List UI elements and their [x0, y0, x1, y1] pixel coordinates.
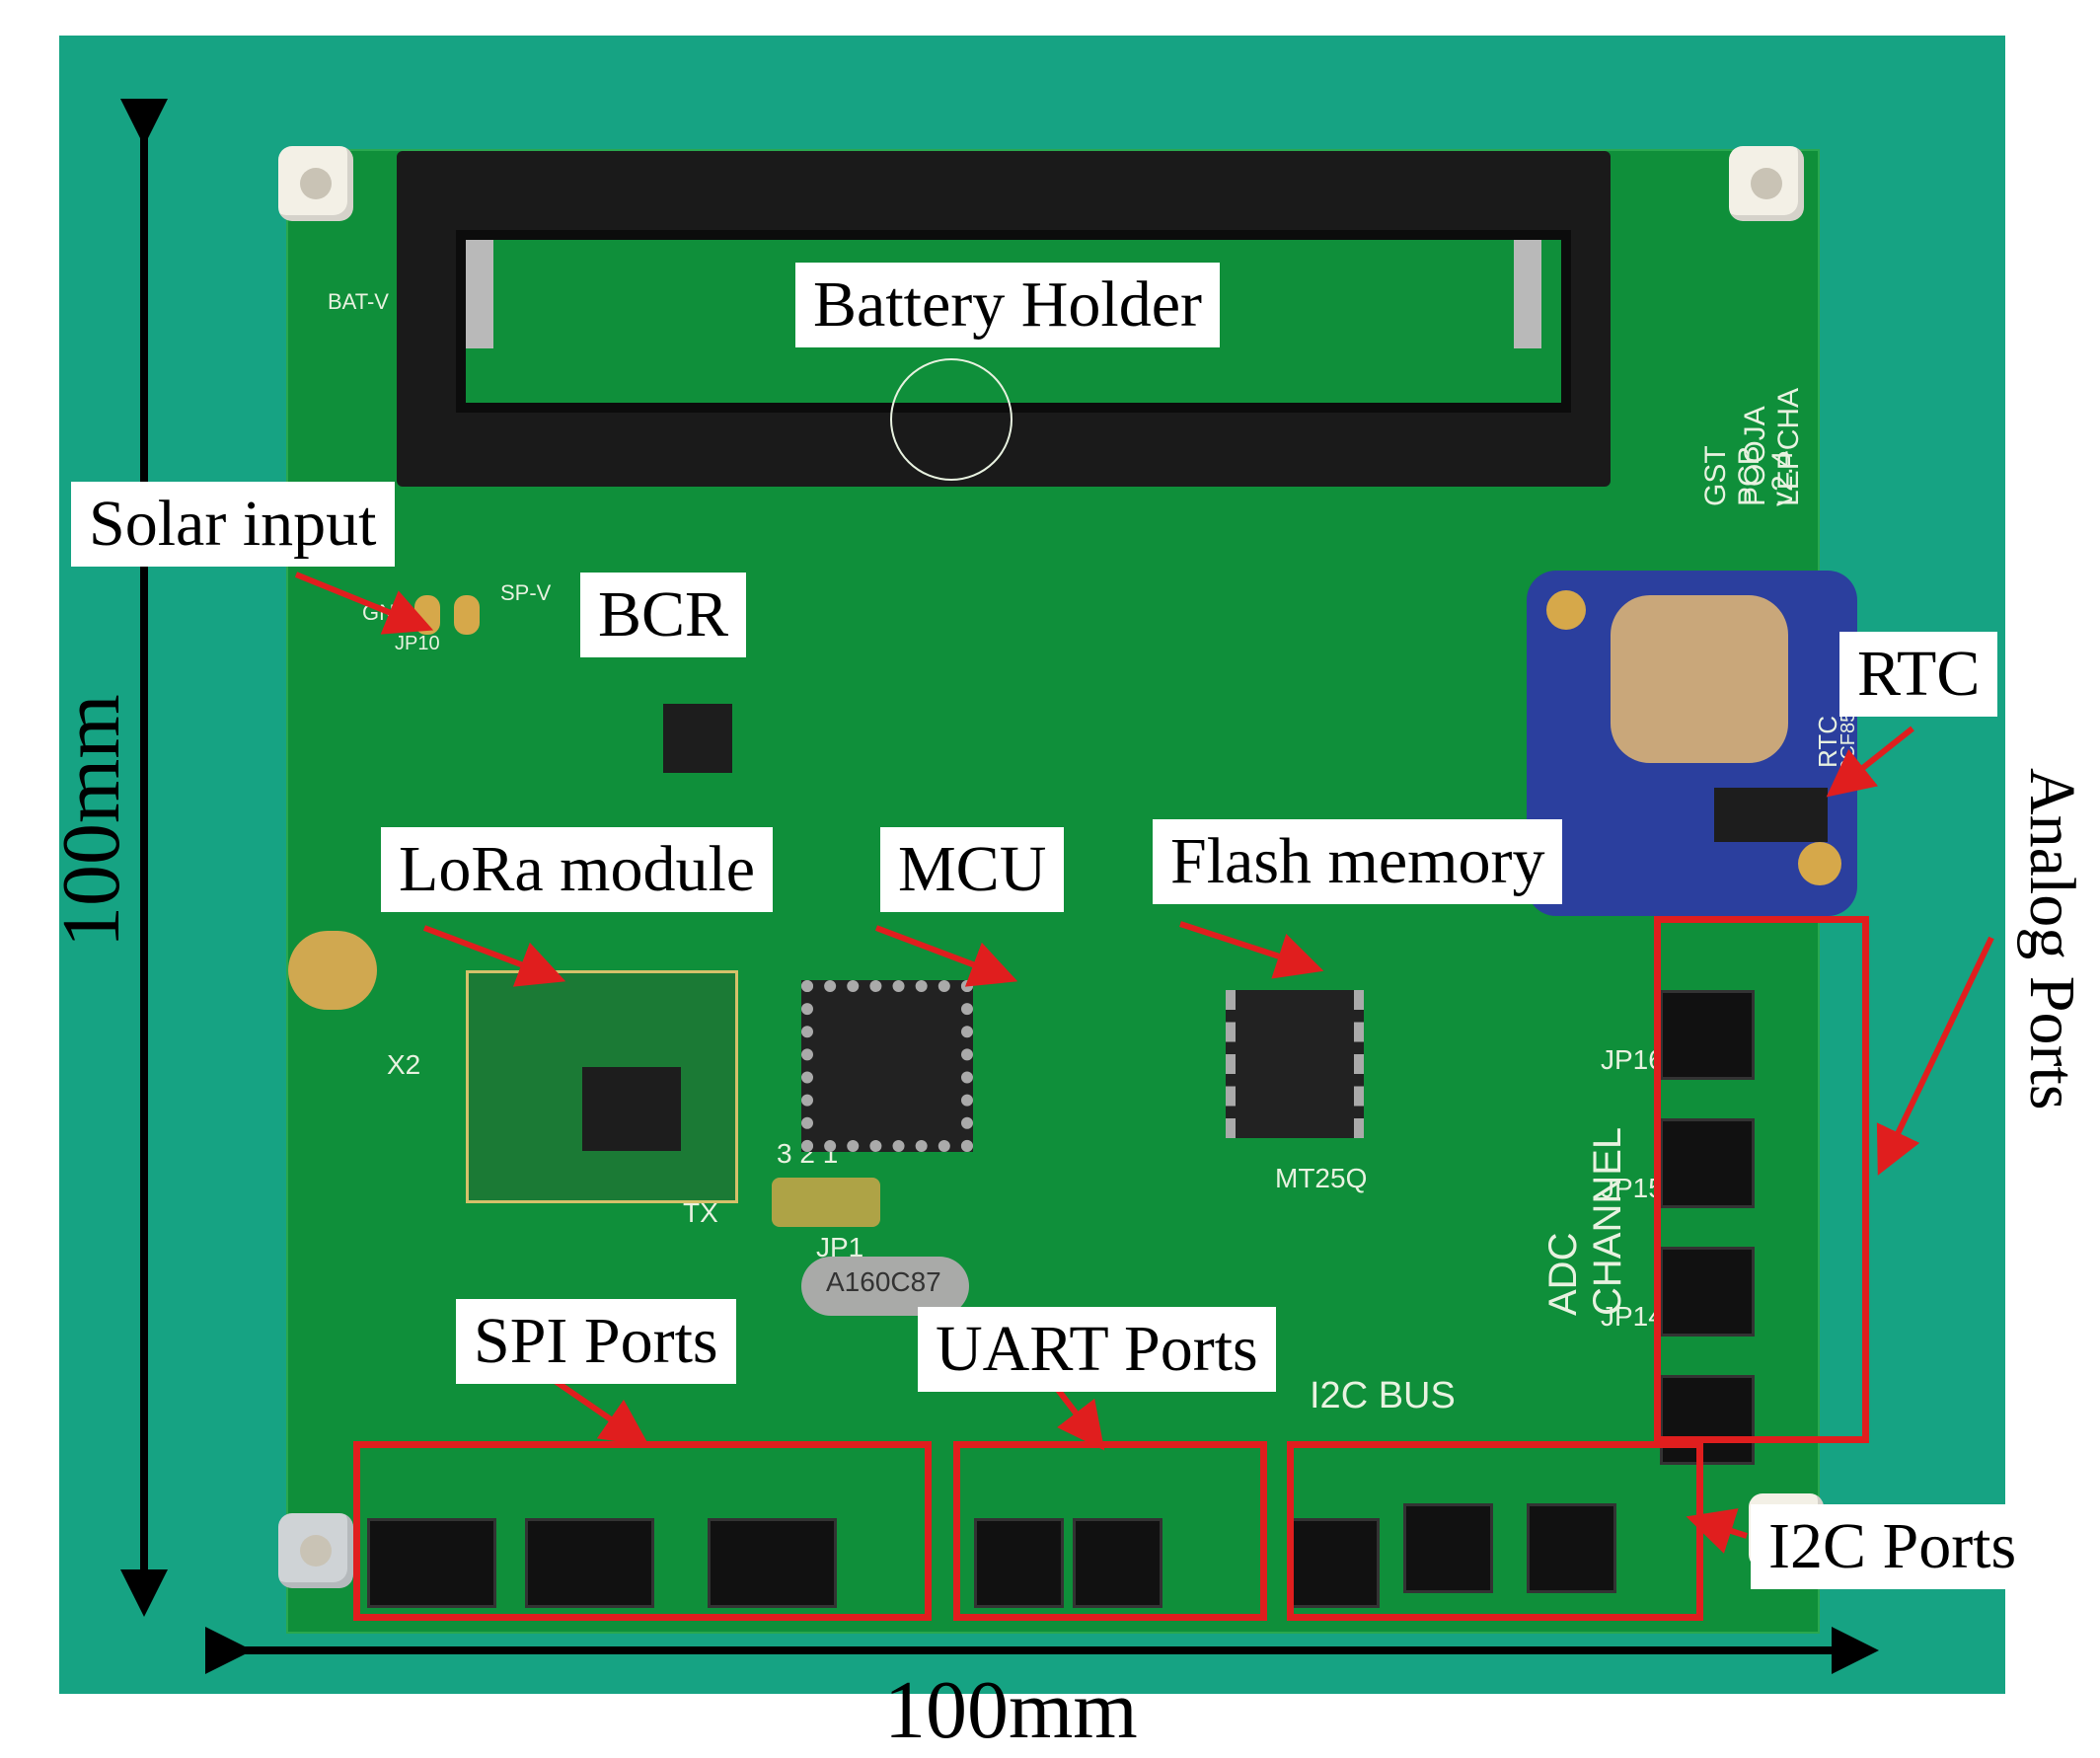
i2c-header-3 [1527, 1503, 1616, 1593]
label-bcr: BCR [580, 573, 747, 657]
mcu-chip [801, 980, 973, 1152]
arrow-rtc [1826, 726, 1914, 798]
arrow-mcu [874, 925, 1018, 987]
arrow-lora [422, 925, 566, 987]
arrow-uart [1049, 1380, 1105, 1451]
arrow-spi [549, 1375, 649, 1446]
spi-header-2 [525, 1518, 654, 1608]
uart-header-1 [974, 1518, 1064, 1608]
horizontal-dimension-label: 100mm [884, 1664, 1138, 1756]
uart-ports-box [953, 1441, 1267, 1621]
analog-header-13 [1660, 1375, 1755, 1465]
analog-ports-box [1654, 916, 1869, 1443]
coin-cell-holder [1611, 595, 1788, 763]
rtc-breakout-board: RTC PCF8523 [1527, 571, 1859, 916]
spi-header-3 [708, 1518, 837, 1608]
label-spi-ports: SPI Ports [456, 1299, 736, 1384]
analog-header-15 [1660, 1118, 1755, 1208]
silk-x2: X2 [387, 1049, 421, 1080]
label-i2c-ports: I2C Ports [1751, 1504, 2035, 1589]
arrow-solar [294, 572, 434, 635]
silk-bat-v: BAT-V [328, 289, 389, 314]
analog-header-14 [1660, 1247, 1755, 1337]
silk-i2c-bus: I2C BUS [1310, 1375, 1456, 1416]
jp1-header [772, 1178, 880, 1227]
label-analog-ports: Analog Ports [2009, 750, 2094, 1128]
label-uart-ports: UART Ports [918, 1307, 1276, 1392]
sma-connector [288, 931, 377, 1010]
standoff-bottom-left [278, 1513, 353, 1588]
arrow-analog [1876, 936, 1994, 1176]
standoff-top-right [1729, 146, 1804, 221]
silk-jp10: JP10 [395, 633, 440, 654]
arrow-flash [1179, 921, 1324, 979]
standoff-top-left [278, 146, 353, 221]
label-battery-holder: Battery Holder [795, 263, 1221, 347]
silk-jp15: JP15 [1601, 1173, 1664, 1203]
i2c-header-2 [1403, 1503, 1493, 1593]
silk-jp14: JP14 [1601, 1301, 1664, 1332]
label-lora-module: LoRa module [381, 827, 774, 912]
silk-mt25q: MT25Q [1275, 1163, 1368, 1193]
solar-pad-2 [454, 595, 480, 635]
label-rtc: RTC [1839, 632, 1998, 717]
label-mcu: MCU [880, 827, 1065, 912]
uart-header-2 [1073, 1518, 1162, 1608]
lora-module [466, 970, 738, 1203]
crystal [801, 1257, 969, 1316]
silk-sp-v: SP-V [500, 580, 552, 605]
vertical-dimension-label: 100mm [45, 694, 137, 948]
flash-chip [1226, 990, 1364, 1138]
spi-header-1 [367, 1518, 496, 1608]
analog-header-16 [1660, 990, 1755, 1080]
bcr-chip [663, 704, 732, 773]
arrow-i2c [1686, 1508, 1748, 1554]
i2c-header-1 [1290, 1518, 1380, 1608]
label-flash-memory: Flash memory [1153, 819, 1563, 904]
label-solar-input: Solar input [71, 482, 395, 567]
silk-crystal: A160C87 [826, 1266, 941, 1297]
